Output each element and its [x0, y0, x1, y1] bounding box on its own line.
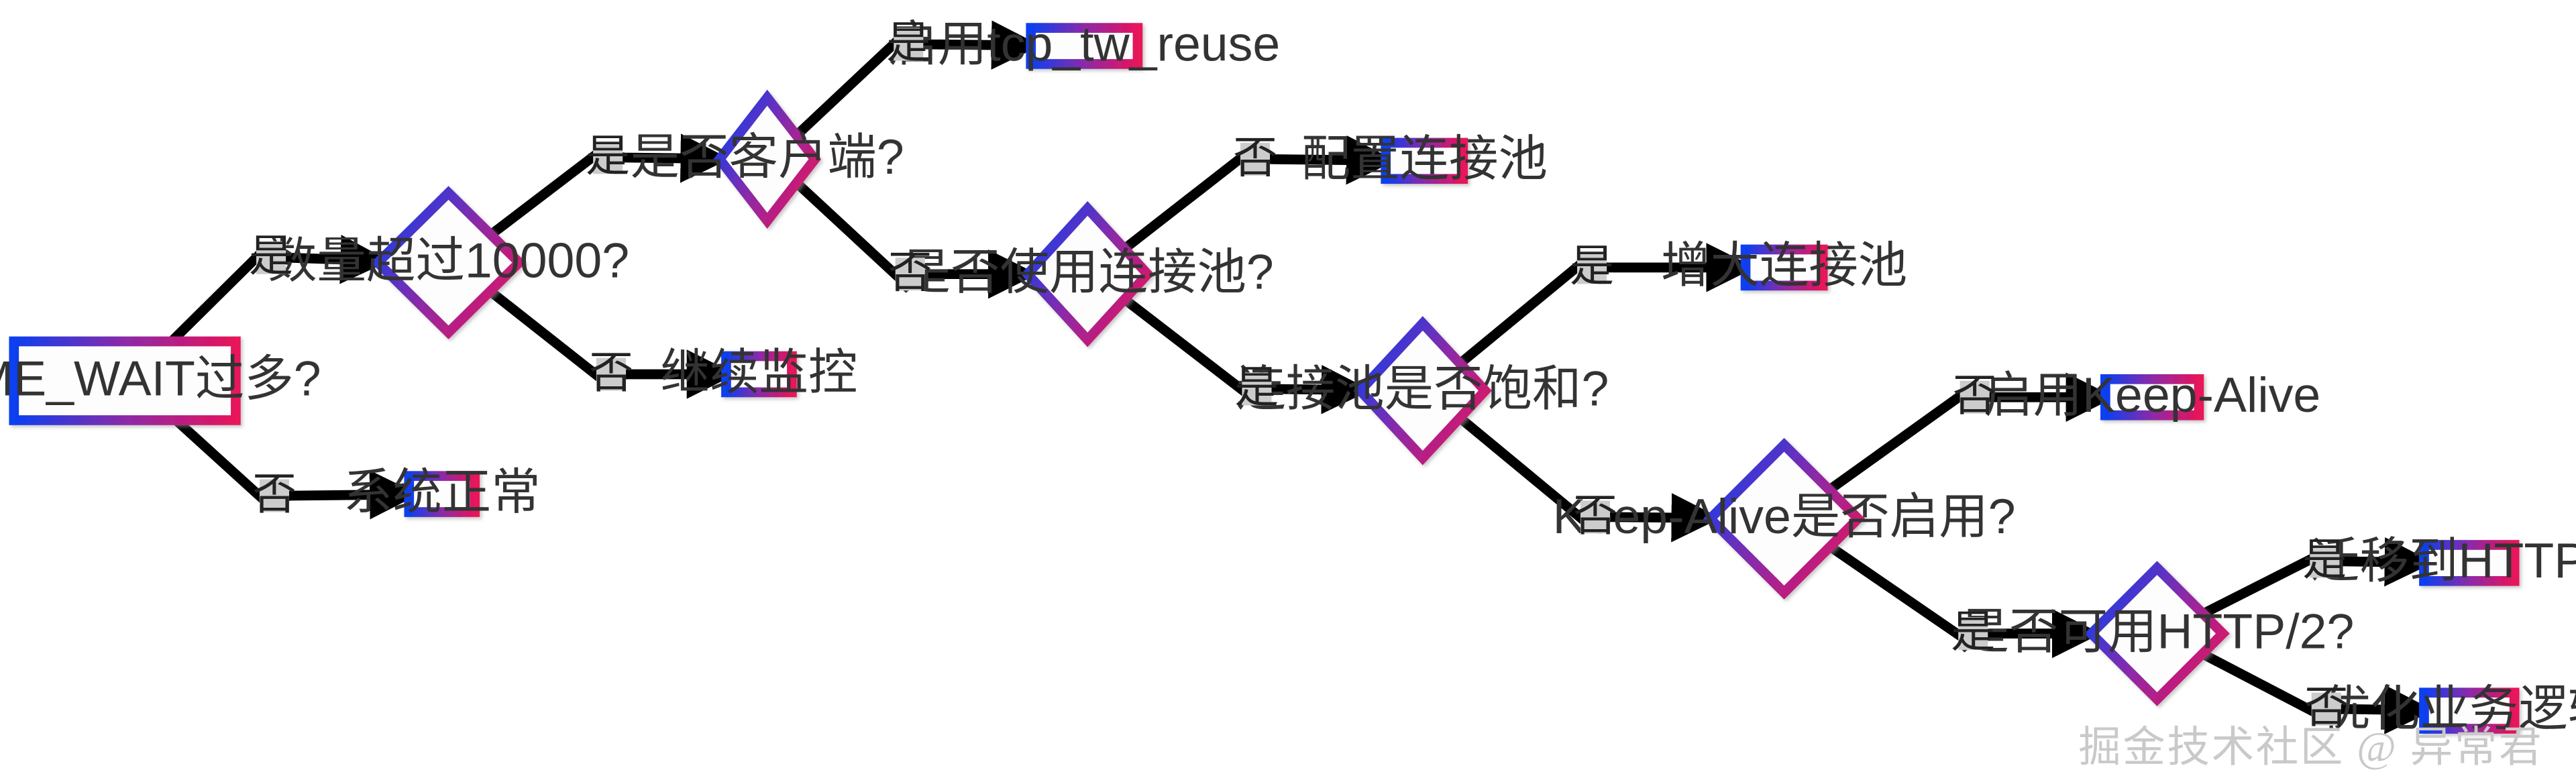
- edge-label-text: 是: [249, 231, 293, 281]
- edge-label-background: [1240, 142, 1271, 176]
- edge-label-e8: 是: [1234, 363, 1279, 412]
- edge-label-text: 是: [886, 18, 930, 68]
- edge-label-e5: 是: [886, 18, 930, 68]
- flow-node-n4[interactable]: 是否客户端?: [631, 89, 904, 229]
- edge-label-text: 否: [2304, 683, 2349, 732]
- node-label: 是否客户端?: [631, 129, 904, 184]
- node-diamond-shape: [2084, 561, 2230, 706]
- edge-label-e13: 是: [2302, 535, 2347, 585]
- node-label: 优化业务逻辑: [2321, 681, 2576, 736]
- node-diamond-shape: [1020, 201, 1155, 347]
- edge-label-background: [894, 27, 924, 61]
- edge-label-background: [1960, 380, 1990, 414]
- edge-label-e14: 否: [2304, 683, 2349, 732]
- edge-label-background: [1958, 617, 1988, 651]
- flow-node-n15[interactable]: 优化业务逻辑: [2321, 681, 2576, 736]
- node-label: 连接池是否饱和?: [1236, 361, 1609, 416]
- flow-node-n3[interactable]: 系统正常: [343, 464, 541, 519]
- edge-label-text: 否: [1573, 491, 1617, 541]
- edge-label-background: [596, 357, 627, 391]
- node-diamond-shape: [713, 89, 821, 229]
- node-label: 数量超过10000?: [268, 233, 629, 288]
- node-label: 系统正常: [343, 464, 541, 519]
- edge-label-e7: 否: [1233, 133, 1277, 182]
- node-rect-shape: [1026, 23, 1143, 69]
- node-label: Keep-Alive是否启用?: [1553, 489, 2016, 544]
- edge-label-background: [895, 258, 925, 291]
- edge-label-background: [1580, 500, 1610, 534]
- node-diamond-shape: [1703, 437, 1866, 600]
- flow-node-n6[interactable]: 启用tcp_tw_reuse: [888, 16, 1280, 71]
- edge-label-text: 是: [1951, 608, 1995, 657]
- edge-label-text: 是: [1234, 363, 1279, 412]
- edge-label-text: 否: [1233, 133, 1277, 182]
- edge-label-e10: 否: [1573, 491, 1617, 541]
- edge-label-background: [256, 241, 286, 274]
- node-label: 是否使用连接池?: [902, 245, 1274, 300]
- flow-node-n7[interactable]: 是否使用连接池?: [902, 201, 1274, 347]
- edge-label-background: [1577, 251, 1607, 284]
- flow-node-n11[interactable]: Keep-Alive是否启用?: [1553, 437, 2016, 600]
- flow-node-n10[interactable]: 增大连接池: [1661, 238, 1907, 293]
- edge-label-text: 是: [2302, 535, 2347, 585]
- edge-label-text: 否: [888, 248, 932, 298]
- edge-label-e2: 否: [252, 469, 297, 519]
- node-label: 启用Keep-Alive: [1984, 368, 2320, 423]
- node-label: 启用tcp_tw_reuse: [888, 16, 1280, 71]
- node-rect-shape: [404, 471, 480, 517]
- edge-label-e3: 是: [586, 131, 630, 181]
- flow-node-n13[interactable]: 是否可用HTTP/2?: [1960, 561, 2355, 706]
- node-rect-shape: [2100, 374, 2204, 421]
- edge-label-text: 否: [252, 469, 297, 519]
- flow-node-n14[interactable]: 迁移到HTTP/2: [2310, 533, 2576, 588]
- node-label: 配置连接池: [1301, 131, 1548, 186]
- flow-node-n5[interactable]: 继续监控: [661, 345, 858, 400]
- edge-label-text: 是: [1570, 241, 1614, 291]
- edge-label-text: 是: [586, 131, 630, 181]
- node-rect-shape: [1381, 137, 1468, 184]
- flow-node-n12[interactable]: 启用Keep-Alive: [1984, 368, 2320, 423]
- edge-label-e9: 是: [1570, 241, 1614, 291]
- edge-label-e4: 否: [589, 348, 633, 398]
- node-label: 继续监控: [661, 345, 858, 400]
- flow-node-n9[interactable]: 连接池是否饱和?: [1236, 316, 1609, 465]
- node-diamond-shape: [1353, 316, 1492, 465]
- node-diamond-shape: [370, 186, 527, 339]
- node-label: 增大连接池: [1661, 238, 1907, 293]
- edge-label-e11: 否: [1953, 371, 1997, 421]
- edge-label-text: 否: [589, 348, 633, 398]
- watermark-text: 掘金技术社区 @ 异常君: [2078, 724, 2543, 771]
- node-rect-shape: [9, 336, 241, 425]
- edge-label-e12: 是: [1951, 608, 1995, 657]
- node-rect-shape: [2419, 687, 2520, 734]
- flow-node-n8[interactable]: 配置连接池: [1301, 131, 1548, 186]
- edge-label-background: [2311, 692, 2341, 726]
- nodes-layer: TIME_WAIT过多? 数量超过10000? 系统正常 是否客户端? 继续监控 启用tc…: [0, 16, 2576, 736]
- node-rect-shape: [2419, 540, 2520, 586]
- flow-node-n2[interactable]: 数量超过10000?: [268, 186, 629, 339]
- node-label: 迁移到HTTP/2: [2310, 533, 2576, 588]
- edge-label-background: [2310, 545, 2340, 578]
- node-rect-shape: [721, 351, 797, 398]
- edge-label-background: [259, 479, 290, 512]
- edge-label-text: 否: [1953, 371, 1997, 421]
- edge-label-e1: 是: [249, 231, 293, 281]
- node-label: TIME_WAIT过多?: [0, 351, 321, 406]
- edge-label-background: [1242, 372, 1272, 406]
- node-rect-shape: [1740, 244, 1828, 291]
- flow-node-n1[interactable]: TIME_WAIT过多?: [0, 336, 321, 425]
- edge-label-e6: 否: [888, 248, 932, 298]
- node-label: 是否可用HTTP/2?: [1960, 604, 2355, 659]
- edge-label-background: [593, 141, 623, 174]
